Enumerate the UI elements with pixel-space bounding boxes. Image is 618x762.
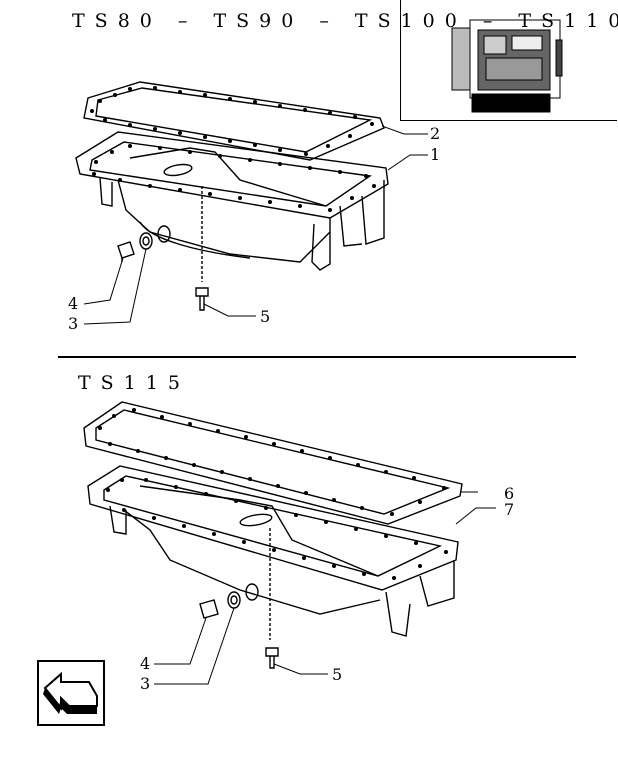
engine-thumbnail <box>451 19 563 113</box>
callout-6: 6 <box>504 484 515 503</box>
drain-parts-top <box>117 225 209 311</box>
callout-1: 1 <box>430 145 441 164</box>
callout-7: 7 <box>504 500 515 519</box>
callout-5: 5 <box>260 307 271 326</box>
callout-2: 2 <box>430 124 441 143</box>
drain-parts-bottom <box>199 583 279 669</box>
callout-5-bottom: 5 <box>332 665 343 684</box>
top-section-title: TS80 – TS90 – TS100 – TS110 <box>72 10 618 32</box>
back-arrow-icon <box>43 671 98 714</box>
leaders-top <box>83 125 428 325</box>
callout-4: 4 <box>68 294 79 313</box>
callout-3-bottom: 3 <box>140 674 151 693</box>
oil-sump-top <box>75 131 389 282</box>
leaders-bottom <box>154 491 496 685</box>
oil-sump-bottom <box>87 465 459 640</box>
gasket-top <box>83 81 385 161</box>
callout-3: 3 <box>68 314 79 333</box>
section-divider <box>58 356 576 358</box>
engine-inset-frame <box>400 0 617 121</box>
back-button[interactable] <box>37 660 105 726</box>
callout-4-bottom: 4 <box>140 654 151 673</box>
bottom-section-title: TS115 <box>78 372 190 394</box>
gasket-bottom <box>83 401 463 525</box>
